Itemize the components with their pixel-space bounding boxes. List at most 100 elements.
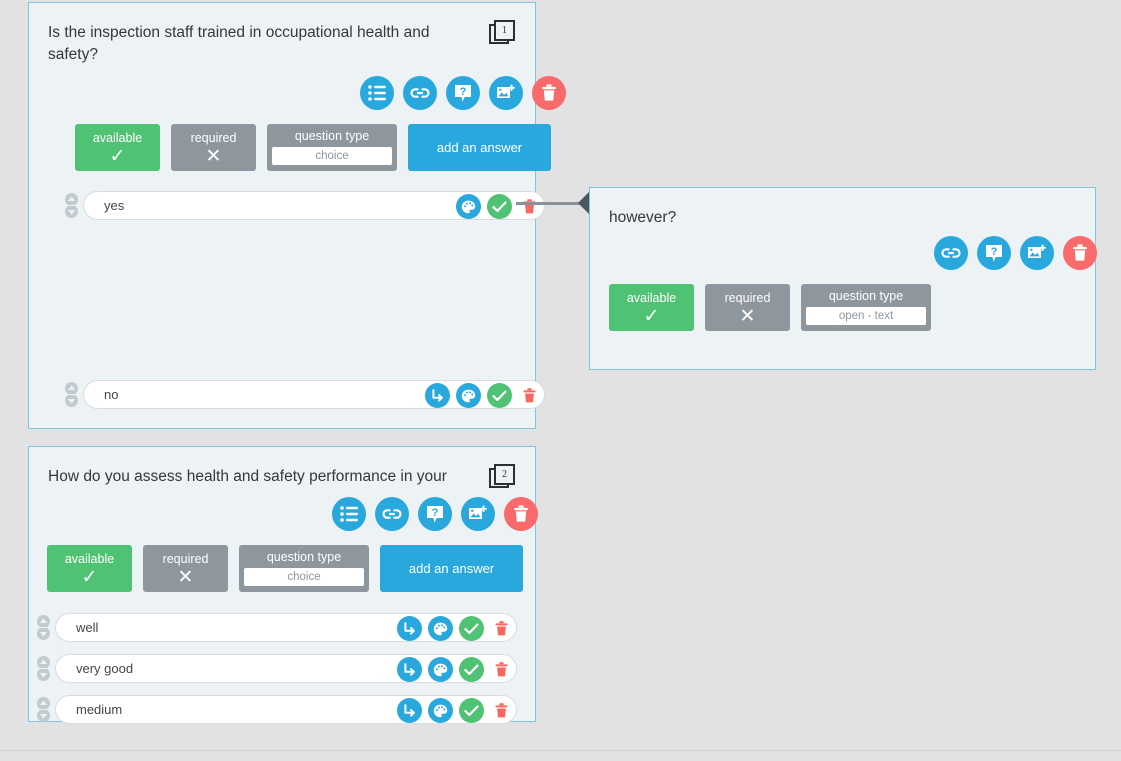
palette-icon[interactable] xyxy=(428,616,453,641)
required-cross-icon: ✕ xyxy=(739,306,756,327)
confirm-icon[interactable] xyxy=(459,698,484,723)
trash-icon[interactable] xyxy=(504,497,538,531)
help-icon[interactable]: ? xyxy=(418,497,452,531)
layers-badge-icon[interactable]: 2 xyxy=(489,464,517,492)
required-cross-icon: ✕ xyxy=(205,146,222,167)
add-answer-button[interactable]: add an answer xyxy=(408,124,551,171)
palette-icon[interactable] xyxy=(456,383,481,408)
available-check-icon: ✓ xyxy=(81,567,98,588)
answer-row[interactable]: yes xyxy=(63,191,545,220)
confirm-icon[interactable] xyxy=(459,616,484,641)
available-toggle[interactable]: available ✓ xyxy=(609,284,694,331)
palette-icon[interactable] xyxy=(428,698,453,723)
move-down-icon[interactable] xyxy=(63,394,80,408)
question-flags: available ✓ required ✕ question type ope… xyxy=(609,284,931,331)
available-check-icon: ✓ xyxy=(109,146,126,167)
add-answer-button[interactable]: add an answer xyxy=(380,545,523,592)
question-toolbar: ? xyxy=(332,497,538,531)
question-card-open[interactable]: however? ? available ✓ required ✕ xyxy=(589,187,1097,370)
branch-icon[interactable] xyxy=(397,616,422,641)
move-up-icon[interactable] xyxy=(35,655,52,669)
answer-row[interactable]: medium xyxy=(35,695,517,724)
list-icon[interactable] xyxy=(360,76,394,110)
palette-icon[interactable] xyxy=(428,657,453,682)
help-icon[interactable]: ? xyxy=(977,236,1011,270)
help-icon[interactable]: ? xyxy=(446,76,480,110)
answer-input[interactable]: well xyxy=(55,613,517,642)
answer-input[interactable]: medium xyxy=(55,695,517,724)
question-type-value[interactable]: open - text xyxy=(806,307,926,325)
add-image-icon[interactable] xyxy=(461,497,495,531)
available-check-icon: ✓ xyxy=(643,306,660,327)
branch-icon[interactable] xyxy=(425,383,450,408)
question-type-select[interactable]: question type open - text xyxy=(801,284,931,331)
move-down-icon[interactable] xyxy=(35,668,52,682)
available-toggle[interactable]: available ✓ xyxy=(47,545,132,592)
link-icon[interactable] xyxy=(403,76,437,110)
available-label: available xyxy=(92,131,143,145)
question-toolbar: ? xyxy=(360,76,566,110)
question-card-1[interactable]: Is the inspection staff trained in occup… xyxy=(28,2,566,429)
required-label: required xyxy=(162,552,209,566)
add-image-icon[interactable] xyxy=(1020,236,1054,270)
answer-row[interactable]: very good xyxy=(35,654,517,683)
delete-icon[interactable] xyxy=(490,657,512,682)
delete-icon[interactable] xyxy=(518,383,540,408)
svg-text:?: ? xyxy=(460,86,467,98)
link-icon[interactable] xyxy=(375,497,409,531)
add-image-icon[interactable] xyxy=(489,76,523,110)
required-toggle[interactable]: required ✕ xyxy=(171,124,256,171)
required-toggle[interactable]: required ✕ xyxy=(143,545,228,592)
reorder-handle[interactable] xyxy=(63,192,80,220)
required-label: required xyxy=(190,131,237,145)
answer-row[interactable]: no xyxy=(63,380,545,409)
question-type-value[interactable]: choice xyxy=(272,147,392,165)
question-type-label: question type xyxy=(266,550,342,564)
reorder-handle[interactable] xyxy=(63,381,80,409)
layers-badge-front: 2 xyxy=(494,464,515,485)
page-bottom-divider xyxy=(0,750,1121,751)
move-down-icon[interactable] xyxy=(35,709,52,723)
answer-actions xyxy=(425,381,540,410)
question-flags: available ✓ required ✕ question type cho… xyxy=(47,545,523,592)
trash-icon[interactable] xyxy=(532,76,566,110)
required-toggle[interactable]: required ✕ xyxy=(705,284,790,331)
answer-row[interactable]: well xyxy=(35,613,517,642)
question-type-value[interactable]: choice xyxy=(244,568,364,586)
move-up-icon[interactable] xyxy=(35,614,52,628)
reorder-handle[interactable] xyxy=(35,614,52,642)
delete-icon[interactable] xyxy=(490,698,512,723)
layers-badge-icon[interactable]: 1 xyxy=(489,20,517,48)
answer-input[interactable]: very good xyxy=(55,654,517,683)
available-label: available xyxy=(64,552,115,566)
question-type-select[interactable]: question type choice xyxy=(239,545,369,592)
answer-input[interactable]: yes xyxy=(83,191,545,220)
move-down-icon[interactable] xyxy=(35,627,52,641)
list-icon[interactable] xyxy=(332,497,366,531)
move-up-icon[interactable] xyxy=(35,696,52,710)
answer-input[interactable]: no xyxy=(83,380,545,409)
question-card-2[interactable]: How do you assess health and safety perf… xyxy=(28,446,538,724)
confirm-icon[interactable] xyxy=(487,194,512,219)
reorder-handle[interactable] xyxy=(35,696,52,724)
palette-icon[interactable] xyxy=(456,194,481,219)
answer-text: well xyxy=(76,620,99,635)
confirm-icon[interactable] xyxy=(459,657,484,682)
question-type-label: question type xyxy=(828,289,904,303)
move-up-icon[interactable] xyxy=(63,381,80,395)
move-down-icon[interactable] xyxy=(63,205,80,219)
move-up-icon[interactable] xyxy=(63,192,80,206)
branch-icon[interactable] xyxy=(397,657,422,682)
branch-icon[interactable] xyxy=(397,698,422,723)
trash-icon[interactable] xyxy=(1063,236,1097,270)
question-type-select[interactable]: question type choice xyxy=(267,124,397,171)
link-icon[interactable] xyxy=(934,236,968,270)
required-cross-icon: ✕ xyxy=(177,567,194,588)
confirm-icon[interactable] xyxy=(487,383,512,408)
available-toggle[interactable]: available ✓ xyxy=(75,124,160,171)
question-toolbar: ? xyxy=(934,236,1097,270)
reorder-handle[interactable] xyxy=(35,655,52,683)
delete-icon[interactable] xyxy=(518,194,540,219)
delete-icon[interactable] xyxy=(490,616,512,641)
layers-badge-number: 2 xyxy=(502,468,507,480)
